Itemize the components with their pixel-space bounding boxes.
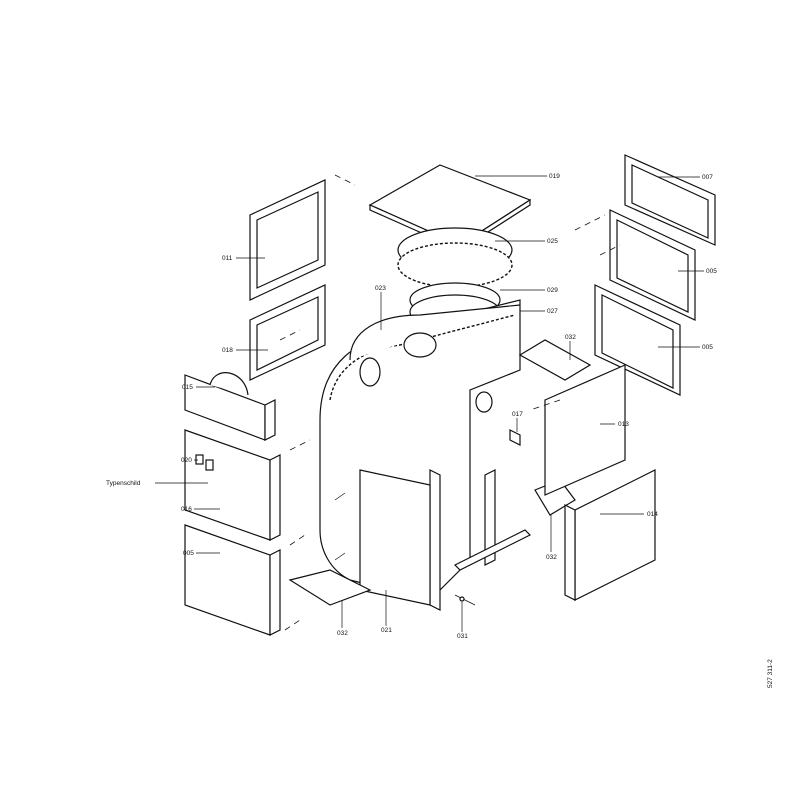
label-005-left: 005: [183, 550, 194, 557]
part-005-right-mid-frame: [594, 284, 681, 396]
leader-lines: [155, 175, 704, 632]
label-018: 018: [222, 347, 233, 354]
label-013: 013: [618, 421, 629, 428]
label-015: 015: [182, 384, 193, 391]
part-032-plate-top: [518, 339, 592, 381]
label-025: 025: [547, 238, 558, 245]
part-005-left-panel: [184, 524, 281, 636]
label-032-right: 032: [546, 554, 557, 561]
part-020-indicator: [195, 454, 204, 465]
typenschild-plate: [205, 459, 214, 471]
part-025-ring: [397, 227, 513, 288]
part-014-panel: [564, 469, 656, 601]
label-029: 029: [547, 287, 558, 294]
label-032-bottom: 032: [337, 630, 348, 637]
part-018-frame: [249, 284, 326, 381]
part-005-right-top-frame: [609, 209, 696, 321]
label-005-right-mid: 005: [702, 344, 713, 351]
label-032-top: 032: [565, 334, 576, 341]
label-031: 031: [457, 633, 468, 640]
drawing-number: 527 311-2: [767, 659, 774, 688]
assembly-lines: [279, 174, 621, 631]
part-016-panel: [184, 429, 281, 541]
part-labels: 019 025 029 027 023 011 018 015 020 Type…: [106, 173, 774, 688]
label-021: 021: [381, 627, 392, 634]
label-019: 019: [549, 173, 560, 180]
label-typenschild: Typenschild: [106, 480, 141, 487]
part-013-panel: [544, 364, 626, 496]
label-017: 017: [512, 411, 523, 418]
label-016: 016: [181, 506, 192, 513]
label-020: 020: [181, 457, 192, 464]
label-011: 011: [222, 255, 233, 262]
label-014: 014: [647, 511, 658, 518]
part-032-plate-bottom: [288, 569, 372, 606]
part-017-bracket: [453, 429, 532, 571]
part-011-frame: [249, 179, 326, 301]
part-007-frame: [624, 154, 716, 246]
part-015-panel: [184, 372, 276, 441]
label-005-right-top: 005: [706, 268, 717, 275]
part-031-small-part: [454, 594, 476, 606]
label-007: 007: [702, 174, 713, 181]
label-023: 023: [375, 285, 386, 292]
part-021-boiler-body: [319, 299, 521, 611]
label-027: 027: [547, 308, 558, 315]
